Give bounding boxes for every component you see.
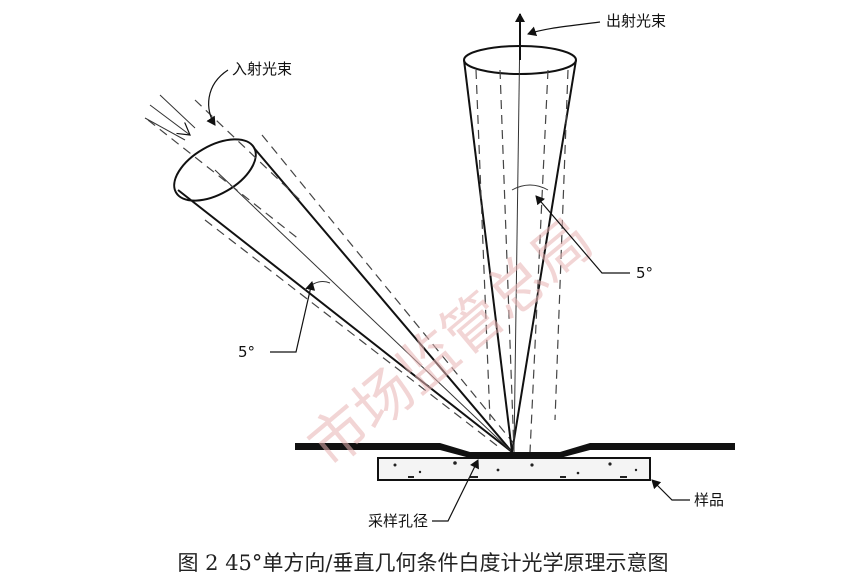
sample [377,457,651,481]
incident-cone [147,99,516,453]
angle-incident-leader [270,281,316,353]
angle-exit-label: 5° [636,264,653,282]
watermark: 市场监管总局 [295,205,605,481]
exit-beam-label: 出射光束 [606,12,666,30]
angle-incident-label: 5° [238,343,255,361]
aperture-label: 采样孔径 [368,512,428,530]
incident-beam-arrows [144,94,196,141]
exit-beam-leader [527,21,601,37]
incident-beam-leader [206,69,229,126]
figure-caption: 图 2 45°单方向/垂直几何条件白度计光学原理示意图 [177,551,668,575]
incident-beam-label: 入射光束 [232,60,292,78]
exit-cone [463,24,577,453]
sample-holder [295,443,735,481]
angle-exit-leader [535,195,630,274]
sample-label: 样品 [694,491,724,509]
aperture-leader [432,459,479,522]
sample-leader [651,479,690,501]
